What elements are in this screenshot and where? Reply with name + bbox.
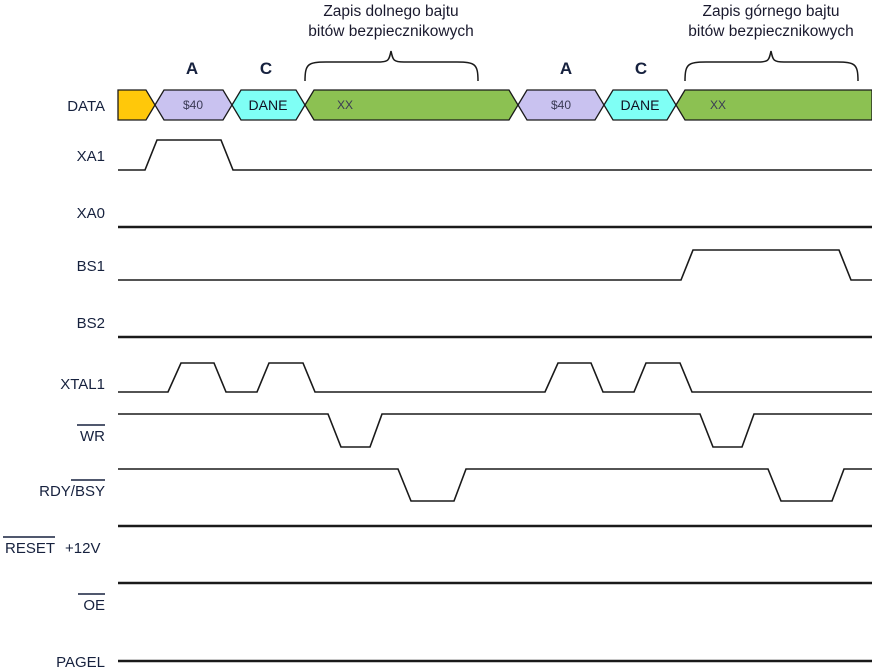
signal-label-xa0: XA0	[77, 205, 105, 222]
annotation-high-fuse-line1: Zapis górnego bajtu	[702, 3, 839, 20]
phase-letter-c-2: C	[635, 59, 647, 78]
annotation-low-fuse-line1: Zapis dolnego bajtu	[323, 3, 458, 20]
annotation-high-fuse: Zapis górnego bajtu bitów bezpiecznikowy…	[684, 3, 859, 82]
data-block-xx-2-text: XX	[710, 98, 726, 112]
signal-label-xtal1: XTAL1	[60, 376, 105, 393]
brace-high-fuse	[684, 50, 859, 82]
signal-label-pagel: PAGEL	[56, 654, 105, 671]
signal-label-data: DATA	[67, 98, 105, 115]
data-block-initial	[117, 89, 156, 121]
signal-label-rdy-bsy: RDY/BSY	[39, 483, 105, 500]
annotation-low-fuse: Zapis dolnego bajtu bitów bezpiecznikowy…	[304, 3, 479, 82]
data-bus-row: $40 DANE XX $40 DANE XX	[117, 89, 872, 121]
signal-label-reset: RESET	[5, 540, 55, 557]
data-block-dane-1-text: DANE	[249, 97, 288, 113]
signal-label-bs2: BS2	[77, 315, 105, 332]
waveform-xa1	[118, 139, 872, 171]
data-block-xx-2	[675, 89, 872, 121]
waveform-bs1	[118, 249, 872, 281]
phase-letter-c-1: C	[260, 59, 272, 78]
data-block-dane-2-text: DANE	[621, 97, 660, 113]
waveform-xtal1	[118, 362, 872, 393]
brace-low-fuse	[304, 50, 479, 82]
signal-label-reset-voltage: +12V	[65, 540, 100, 557]
phase-letter-a-1: A	[186, 59, 198, 78]
data-block-addr-2-text: $40	[551, 98, 571, 112]
waveform-wr	[118, 413, 872, 448]
data-block-xx-1-text: XX	[337, 98, 353, 112]
phase-letter-a-2: A	[560, 59, 572, 78]
annotation-high-fuse-line2: bitów bezpiecznikowych	[688, 23, 853, 40]
signal-label-bs1: BS1	[77, 258, 105, 275]
signal-label-oe: OE	[83, 597, 105, 614]
annotation-low-fuse-line2: bitów bezpiecznikowych	[308, 23, 473, 40]
signal-label-xa1: XA1	[77, 148, 105, 165]
waveform-rdy-bsy	[118, 468, 872, 502]
data-block-addr-1-text: $40	[183, 98, 203, 112]
signal-label-wr: WR	[80, 428, 105, 445]
